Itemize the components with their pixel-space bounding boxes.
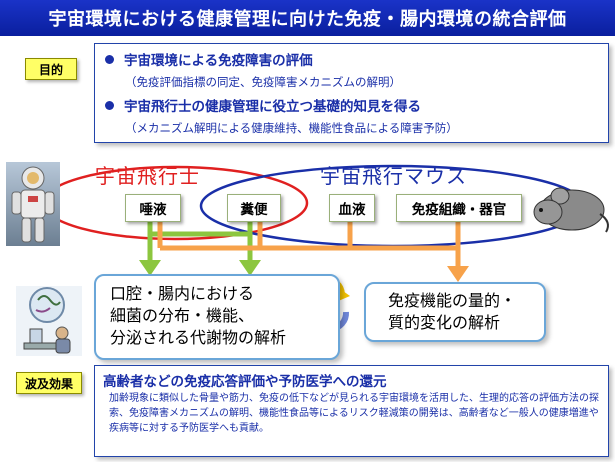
mouse-icon	[533, 187, 609, 233]
green-arrowhead	[139, 260, 161, 276]
orange-arrows	[157, 222, 461, 268]
sample-blood: 血液	[329, 194, 375, 222]
sample-feces: 糞便	[227, 194, 281, 222]
astronaut-icon	[6, 162, 60, 246]
scientist-icon	[16, 286, 82, 356]
effect-body: 加齢現象に類似した骨量や筋力、免疫の低下などが見られる宇宙環境を活用した、生理的…	[109, 393, 599, 434]
green-arrowhead	[239, 260, 261, 276]
effect-tag: 波及効果	[16, 372, 82, 394]
goal-item-2-main: 宇宙飛行士の健康管理に役立つ基礎的知見を得る	[124, 99, 421, 115]
effect-headline: 高齢者などの免疫応答評価や予防医学への還元	[103, 374, 387, 390]
goal-item-1: 宇宙環境による免疫障害の評価	[105, 48, 598, 70]
immune-analysis-box: 免疫機能の量的・ 質的変化の解析	[364, 282, 546, 342]
green-arrows	[147, 222, 253, 263]
bacteria-analysis-box: 口腔・腸内における 細菌の分布・機能、 分泌される代謝物の解析	[94, 274, 340, 360]
bacteria-analysis-line-1: 口腔・腸内における	[110, 284, 255, 303]
bullet-icon	[105, 54, 114, 64]
sample-immune-tissue: 免疫組織・器官	[396, 194, 522, 222]
astronaut-label: 宇宙飛行士	[95, 164, 200, 188]
bacteria-analysis-line-2: 細菌の分布・機能、	[110, 306, 255, 325]
immune-analysis-line-2: 質的変化の解析	[388, 313, 501, 332]
effect-box: 高齢者などの免疫応答評価や予防医学への還元 加齢現象に類似した骨量や筋力、免疫の…	[94, 365, 609, 457]
goal-item-2-sub: （メカニズム解明による健康維持、機能性食品による障害予防）	[125, 121, 458, 135]
page-title: 宇宙環境における健康管理に向けた免疫・腸内環境の統合評価	[0, 0, 615, 36]
immune-analysis-line-1: 免疫機能の量的・	[388, 291, 517, 310]
orange-arrowhead	[447, 266, 469, 282]
goal-item-1-sub: （免疫評価指標の同定、免疫障害メカニズムの解明）	[125, 75, 401, 89]
goal-item-2: 宇宙飛行士の健康管理に役立つ基礎的知見を得る	[105, 94, 598, 116]
mouse-label: 宇宙飛行マウス	[320, 164, 467, 188]
sample-saliva: 唾液	[125, 194, 181, 222]
bacteria-analysis-line-3: 分泌される代謝物の解析	[110, 328, 287, 347]
goal-box: 宇宙環境による免疫障害の評価 （免疫評価指標の同定、免疫障害メカニズムの解明） …	[94, 43, 609, 143]
bullet-icon	[105, 100, 114, 110]
goal-tag: 目的	[25, 58, 77, 80]
goal-item-1-main: 宇宙環境による免疫障害の評価	[124, 53, 313, 69]
